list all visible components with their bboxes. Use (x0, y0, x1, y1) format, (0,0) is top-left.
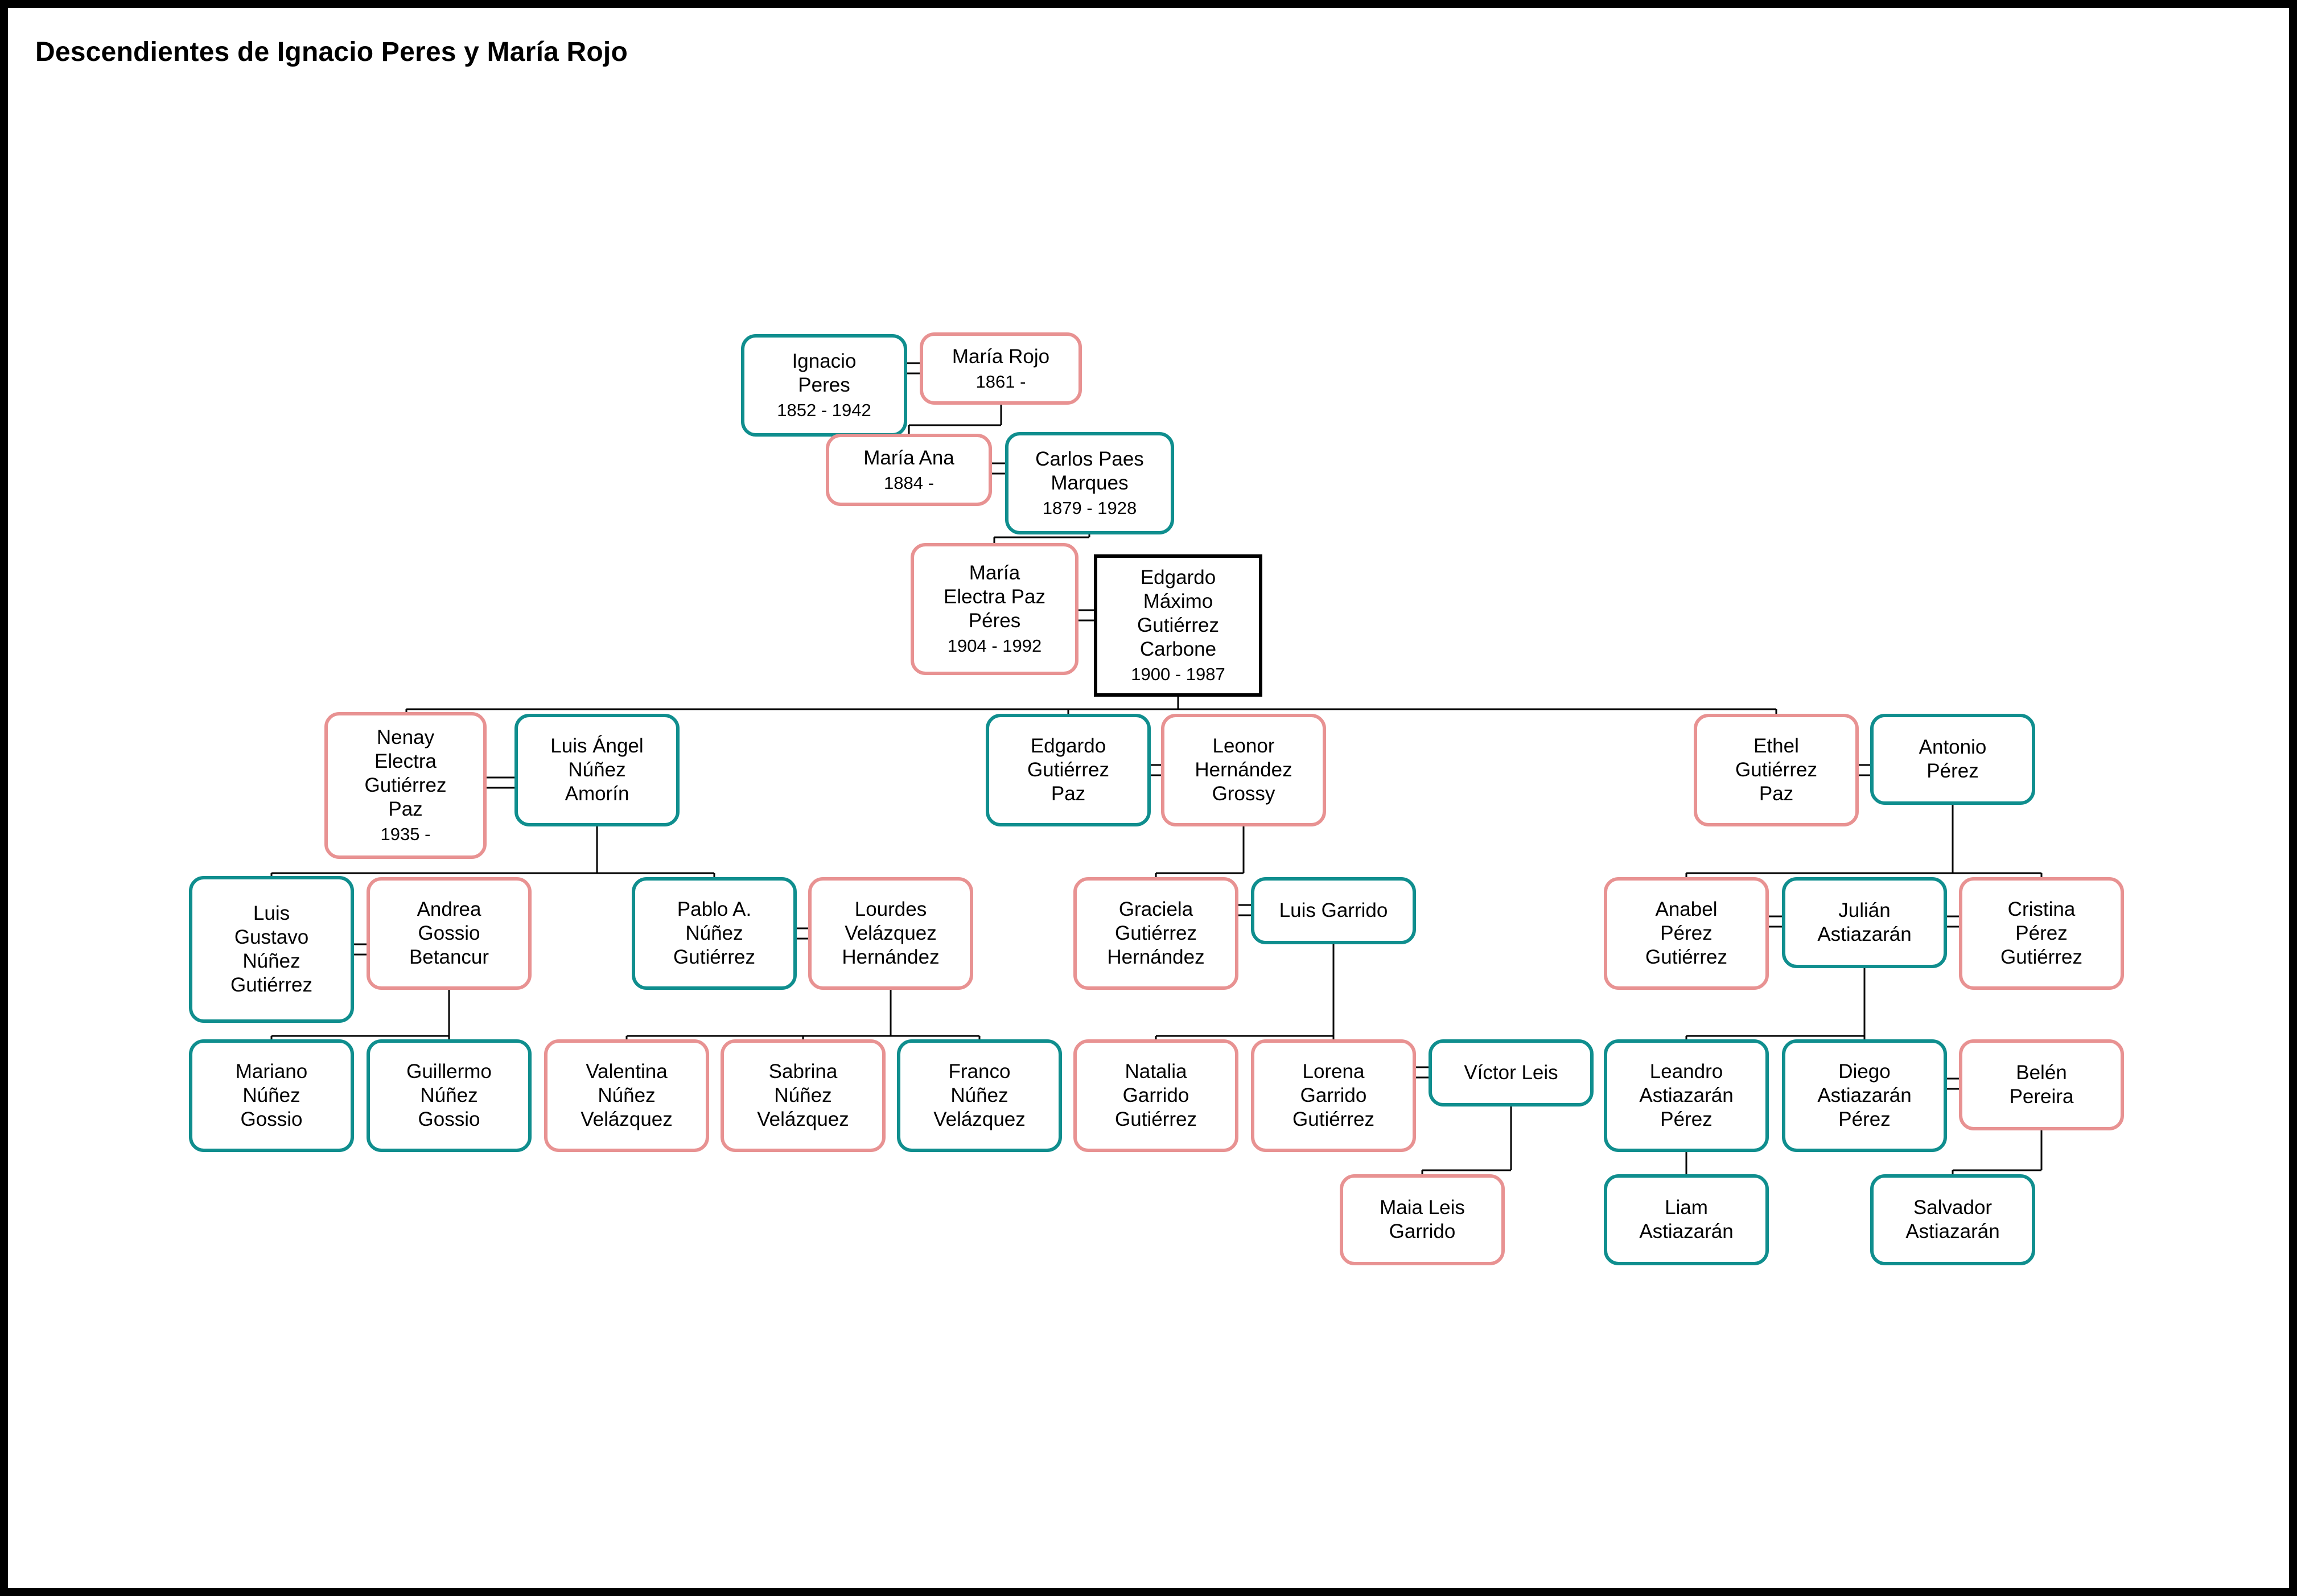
person-node-nenay[interactable]: Nenay Electra Gutiérrez Paz 1935 - (324, 712, 487, 859)
person-dates: 1879 - 1928 (1042, 498, 1137, 519)
person-name: Maia Leis Garrido (1380, 1196, 1465, 1243)
person-name: Ignacio Peres (792, 350, 857, 397)
person-node-franco[interactable]: Franco Núñez Velázquez (897, 1039, 1062, 1152)
person-dates: 1884 - (884, 472, 934, 493)
person-name: Salvador Astiazarán (1905, 1196, 2000, 1243)
person-node-ethel[interactable]: Ethel Gutiérrez Paz (1694, 714, 1859, 826)
person-name: Franco Núñez Velázquez (933, 1060, 1026, 1130)
person-name: María Ana (863, 446, 954, 469)
person-dates: 1861 - (975, 371, 1026, 392)
person-name: Lorena Garrido Gutiérrez (1292, 1060, 1374, 1130)
person-name: Ethel Gutiérrez Paz (1735, 735, 1817, 805)
person-name: Víctor Leis (1464, 1062, 1558, 1084)
person-node-ignacio[interactable]: Ignacio Peres 1852 - 1942 (741, 334, 907, 437)
person-name: Diego Astiazarán Pérez (1817, 1060, 1912, 1130)
person-name: Pablo A. Núñez Gutiérrez (673, 898, 755, 968)
person-name: Julián Astiazarán (1817, 899, 1912, 945)
person-node-edgardoGP[interactable]: Edgardo Gutiérrez Paz (986, 714, 1151, 826)
person-node-sabrina[interactable]: Sabrina Núñez Velázquez (721, 1039, 886, 1152)
person-node-lourdes[interactable]: Lourdes Velázquez Hernández (808, 877, 973, 990)
person-node-victor[interactable]: Víctor Leis (1429, 1039, 1594, 1106)
person-node-graciela[interactable]: Graciela Gutiérrez Hernández (1073, 877, 1238, 990)
person-node-julian[interactable]: Julián Astiazarán (1782, 877, 1947, 968)
person-name: Graciela Gutiérrez Hernández (1107, 898, 1205, 968)
person-name: Natalia Garrido Gutiérrez (1115, 1060, 1197, 1130)
person-name: Antonio Pérez (1919, 736, 1987, 782)
person-name: María Rojo (952, 345, 1050, 368)
person-name: Valentina Núñez Velázquez (581, 1060, 673, 1130)
person-node-valentina[interactable]: Valentina Núñez Velázquez (544, 1039, 709, 1152)
person-node-luisgar[interactable]: Luis Garrido (1251, 877, 1416, 944)
person-node-luisgn[interactable]: Luis Gustavo Núñez Gutiérrez (189, 876, 354, 1023)
person-node-anabel[interactable]: Anabel Pérez Gutiérrez (1604, 877, 1769, 990)
person-node-leonor[interactable]: Leonor Hernández Grossy (1161, 714, 1326, 826)
person-dates: 1852 - 1942 (777, 400, 871, 421)
person-name: Belén Pereira (2009, 1062, 2074, 1108)
person-name: Nenay Electra Gutiérrez Paz (364, 726, 447, 821)
person-node-electra[interactable]: María Electra Paz Péres 1904 - 1992 (911, 543, 1078, 675)
person-dates: 1935 - (380, 824, 431, 845)
person-node-cristina[interactable]: Cristina Pérez Gutiérrez (1959, 877, 2124, 990)
person-node-belen[interactable]: Belén Pereira (1959, 1039, 2124, 1130)
person-name: Luis Gustavo Núñez Gutiérrez (230, 902, 312, 996)
person-node-mariarojo[interactable]: María Rojo 1861 - (920, 332, 1082, 405)
person-node-andrea[interactable]: Andrea Gossio Betancur (367, 877, 532, 990)
person-name: Guillermo Núñez Gossio (406, 1060, 492, 1130)
person-name: Leonor Hernández Grossy (1195, 735, 1292, 805)
person-name: Edgardo Máximo Gutiérrez Carbone (1137, 566, 1219, 661)
person-node-mariano[interactable]: Mariano Núñez Gossio (189, 1039, 354, 1152)
person-name: Sabrina Núñez Velázquez (757, 1060, 849, 1130)
person-node-maia[interactable]: Maia Leis Garrido (1340, 1174, 1505, 1265)
person-node-antonio[interactable]: Antonio Pérez (1870, 714, 2035, 805)
person-name: María Electra Paz Péres (944, 562, 1045, 632)
person-name: Leandro Astiazarán Pérez (1639, 1060, 1734, 1130)
person-name: Anabel Pérez Gutiérrez (1645, 898, 1727, 968)
person-node-salvador[interactable]: Salvador Astiazarán (1870, 1174, 2035, 1265)
person-node-lorena[interactable]: Lorena Garrido Gutiérrez (1251, 1039, 1416, 1152)
person-name: Liam Astiazarán (1639, 1196, 1734, 1243)
person-node-natalia[interactable]: Natalia Garrido Gutiérrez (1073, 1039, 1238, 1152)
person-name: Luis Garrido (1279, 899, 1388, 922)
person-dates: 1900 - 1987 (1131, 664, 1225, 685)
person-node-carlos[interactable]: Carlos Paes Marques 1879 - 1928 (1005, 432, 1174, 534)
person-name: Luis Ángel Núñez Amorín (550, 735, 644, 805)
person-node-mariaana[interactable]: María Ana 1884 - (826, 434, 992, 506)
person-name: Andrea Gossio Betancur (409, 898, 489, 968)
person-name: Lourdes Velázquez Hernández (842, 898, 940, 968)
person-node-guillermo[interactable]: Guillermo Núñez Gossio (367, 1039, 532, 1152)
person-name: Cristina Pérez Gutiérrez (2000, 898, 2082, 968)
person-name: Mariano Núñez Gossio (235, 1060, 308, 1130)
person-node-luisangel[interactable]: Luis Ángel Núñez Amorín (514, 714, 680, 826)
person-node-leandro[interactable]: Leandro Astiazarán Pérez (1604, 1039, 1769, 1152)
person-dates: 1904 - 1992 (947, 636, 1042, 656)
page-title: Descendientes de Ignacio Peres y María R… (35, 37, 628, 67)
tree-canvas: Ignacio Peres 1852 - 1942 María Rojo 1861 -… (8, 8, 2289, 1588)
person-node-pablo[interactable]: Pablo A. Núñez Gutiérrez (632, 877, 797, 990)
person-name: Carlos Paes Marques (1035, 448, 1144, 495)
person-node-liam[interactable]: Liam Astiazarán (1604, 1174, 1769, 1265)
person-name: Edgardo Gutiérrez Paz (1027, 735, 1109, 805)
person-node-edgardoM[interactable]: Edgardo Máximo Gutiérrez Carbone 1900 - 1… (1094, 554, 1262, 697)
person-node-diego[interactable]: Diego Astiazarán Pérez (1782, 1039, 1947, 1152)
